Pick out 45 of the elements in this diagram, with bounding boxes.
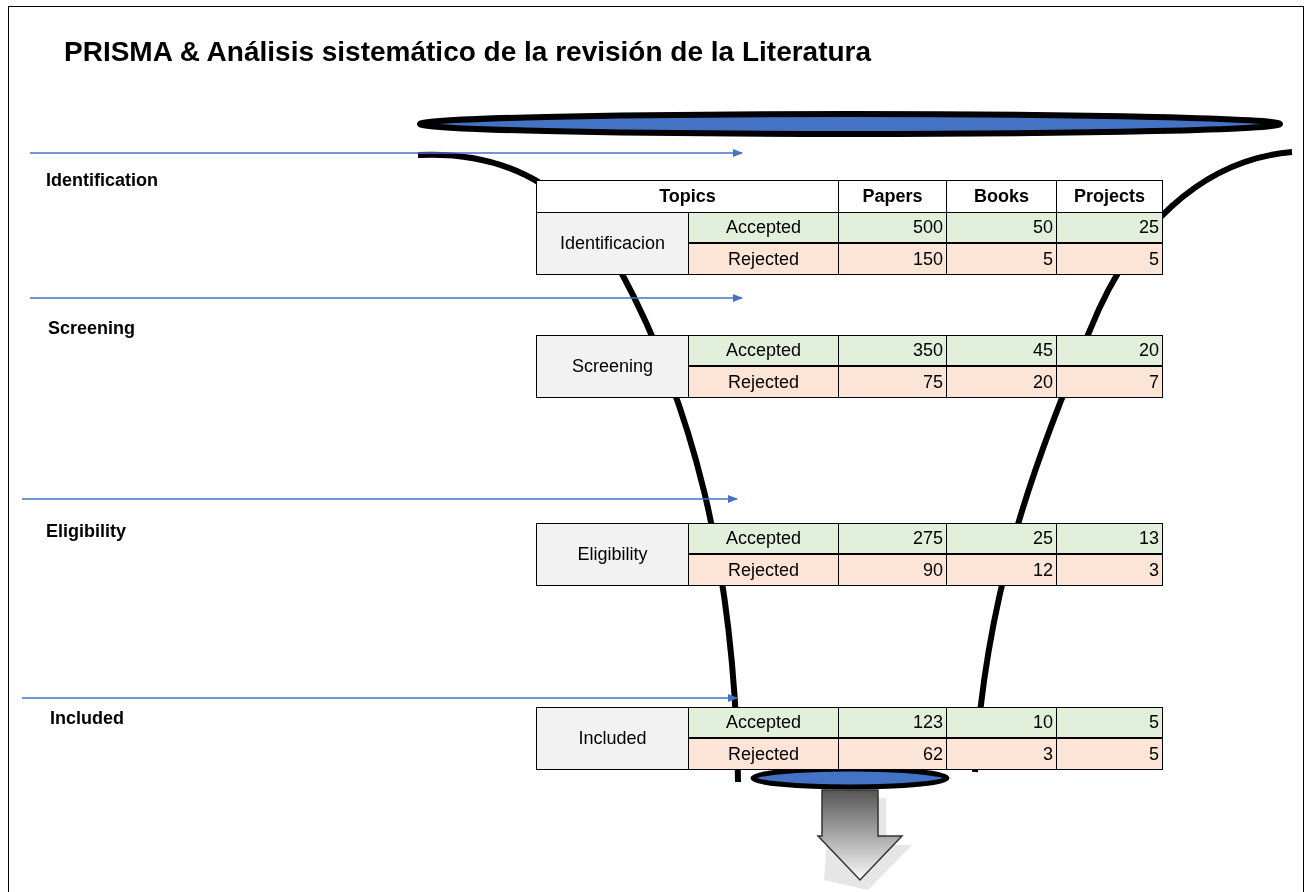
value-cell: 123 (839, 708, 947, 739)
value-cell: 5 (947, 244, 1057, 275)
status-cell: Rejected (689, 555, 839, 586)
value-cell: 7 (1057, 367, 1163, 398)
header-cell: Papers (839, 181, 947, 213)
value-cell: 90 (839, 555, 947, 586)
value-cell: 12 (947, 555, 1057, 586)
title: PRISMA & Análisis sistemático de la revisión de la Literatura (64, 36, 872, 68)
status-cell: Rejected (689, 739, 839, 770)
value-cell: 275 (839, 524, 947, 555)
stage-label: Identification (46, 170, 158, 191)
status-cell: Rejected (689, 244, 839, 275)
header-cell: Projects (1057, 181, 1163, 213)
value-cell: 5 (1057, 708, 1163, 739)
value-cell: 500 (839, 213, 947, 244)
value-cell: 50 (947, 213, 1057, 244)
stage-label: Screening (48, 318, 136, 339)
stage-label: Eligibility (46, 521, 126, 542)
value-cell: 150 (839, 244, 947, 275)
status-cell: Accepted (689, 708, 839, 739)
value-cell: 5 (1057, 739, 1163, 770)
status-cell: Rejected (689, 367, 839, 398)
value-cell: 62 (839, 739, 947, 770)
status-cell: Accepted (689, 524, 839, 555)
value-cell: 13 (1057, 524, 1163, 555)
value-cell: 5 (1057, 244, 1163, 275)
value-cell: 350 (839, 336, 947, 367)
status-cell: Accepted (689, 336, 839, 367)
value-cell: 3 (947, 739, 1057, 770)
stage-cell: Included (537, 708, 689, 770)
value-cell: 25 (947, 524, 1057, 555)
stage-cell: Eligibility (537, 524, 689, 586)
header-cell: Topics (537, 181, 839, 213)
stage-label: Included (50, 708, 124, 729)
value-cell: 20 (1057, 336, 1163, 367)
stage-cell: Identificacion (537, 213, 689, 275)
status-cell: Accepted (689, 213, 839, 244)
value-cell: 20 (947, 367, 1057, 398)
value-cell: 3 (1057, 555, 1163, 586)
value-cell: 25 (1057, 213, 1163, 244)
stage-cell: Screening (537, 336, 689, 398)
value-cell: 10 (947, 708, 1057, 739)
header-cell: Books (947, 181, 1057, 213)
value-cell: 75 (839, 367, 947, 398)
value-cell: 45 (947, 336, 1057, 367)
